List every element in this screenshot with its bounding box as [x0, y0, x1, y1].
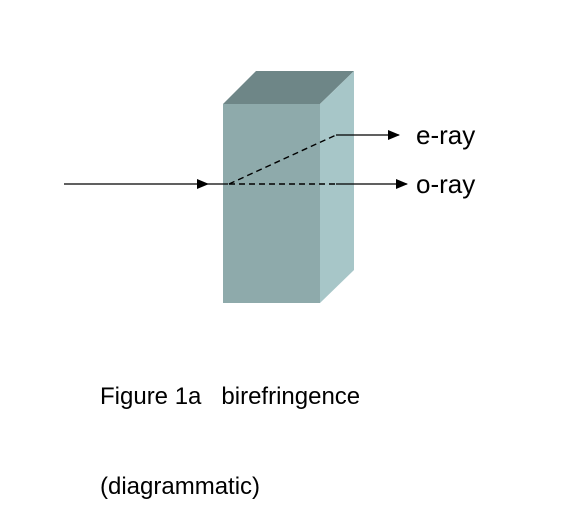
birefringence-diagram: e-ray o-ray [64, 71, 475, 303]
caption-line-1: Figure 1a birefringence [100, 383, 361, 410]
o-ray-label: o-ray [416, 169, 475, 199]
crystal-front-face [223, 104, 320, 303]
crystal-block [223, 71, 354, 303]
crystal-side-face [320, 71, 354, 303]
figure-caption: Figure 1a birefringence (diagrammatic) [100, 322, 360, 532]
crystal-top-face [223, 71, 354, 104]
caption-line-2: (diagrammatic) [100, 473, 261, 500]
e-ray-path [228, 130, 400, 185]
e-ray-label: e-ray [416, 120, 475, 150]
